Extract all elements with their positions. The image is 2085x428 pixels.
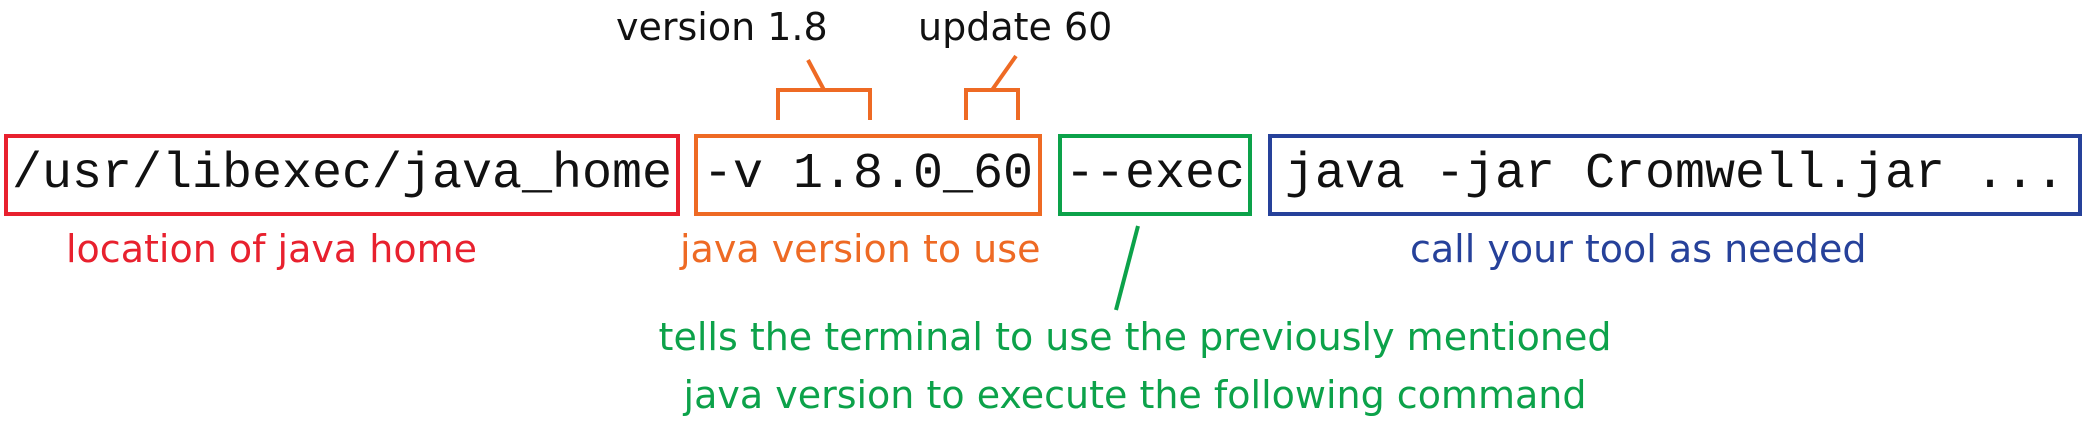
version-flag-box: -v 1.8.0_60	[694, 134, 1042, 216]
call-tool-label: call your tool as needed	[1410, 227, 1867, 271]
exec-explanation-line2: java version to execute the following co…	[683, 373, 1587, 417]
exec-flag-box: --exec	[1058, 134, 1252, 216]
update-bracket	[964, 54, 1020, 120]
version-bracket	[776, 59, 872, 120]
java-home-path-box: /usr/libexec/java_home	[4, 134, 680, 216]
java-version-label: java version to use	[680, 227, 1041, 271]
exec-explanation-line1: tells the terminal to use the previously…	[658, 315, 1612, 359]
update-label: update 60	[918, 5, 1113, 49]
exec-pointer	[1114, 225, 1140, 311]
tool-command-box: java -jar Cromwell.jar ...	[1268, 134, 2082, 216]
version-label: version 1.8	[616, 5, 828, 49]
location-label: location of java home	[66, 227, 477, 271]
